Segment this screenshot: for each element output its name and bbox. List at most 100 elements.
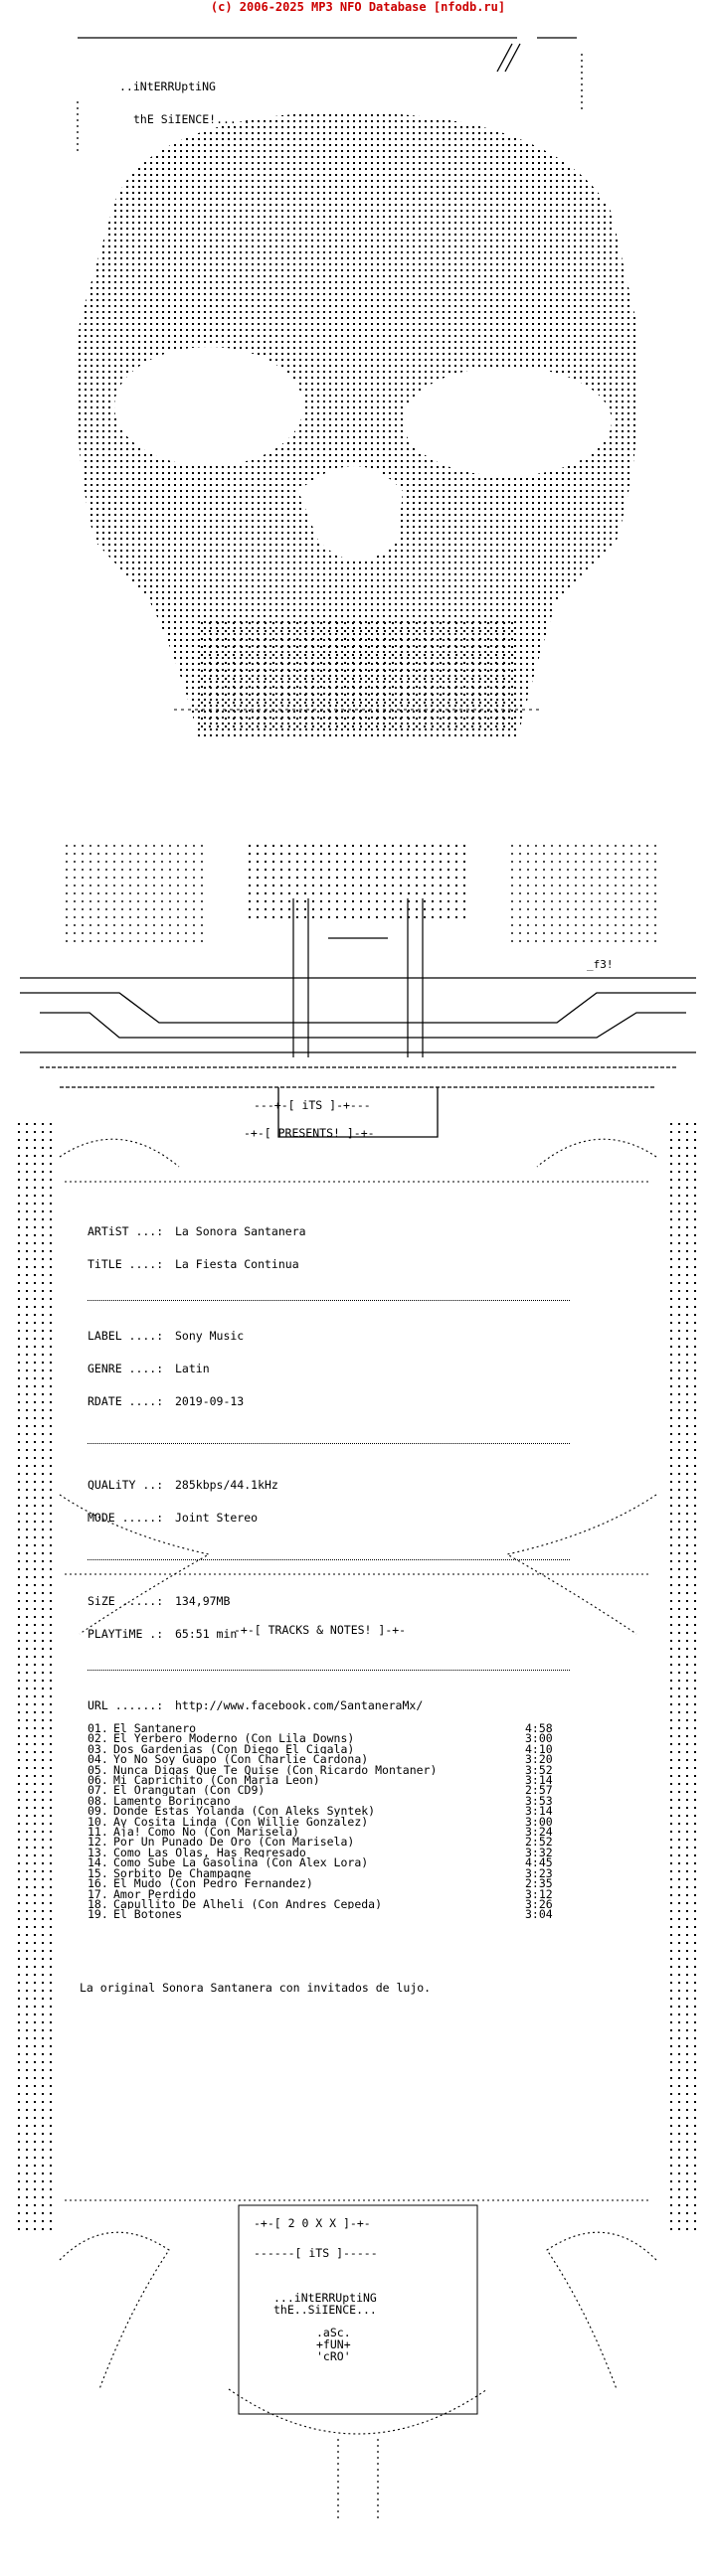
- track-number: 09.: [88, 1804, 108, 1819]
- credit-fun: +fUN+: [316, 2337, 351, 2351]
- track-row: 03. Dos Gardenias (Con Diego El Cigala) 4:…: [88, 1741, 565, 1756]
- track-number: 17.: [88, 1886, 108, 1901]
- track-duration: 4:10: [525, 1741, 553, 1756]
- quality-label: QUALiTY ..:: [88, 1478, 164, 1492]
- track-number: 15.: [88, 1865, 108, 1880]
- track-number: 12.: [88, 1835, 108, 1850]
- track-title: Por Un Punado De Oro (Con Marisela): [113, 1837, 355, 1848]
- rdate-value: 2019-09-13: [175, 1394, 245, 1408]
- track-duration: 4:58: [525, 1721, 553, 1735]
- title-value: La Fiesta Continua: [175, 1257, 299, 1271]
- footer-its-banner: ------[ iTS ]-----: [254, 2246, 378, 2260]
- track-row: 04. Yo No Soy Guapo (Con Charlie Cardona)…: [88, 1752, 565, 1767]
- track-duration: 2:35: [525, 1876, 553, 1891]
- track-row: 18. Capullito De Alheli (Con Andres Ceped…: [88, 1896, 565, 1911]
- track-duration: 3:14: [525, 1773, 553, 1788]
- track-number: 04.: [88, 1752, 108, 1767]
- track-title: Como Sube La Gasolina (Con Alex Lora): [113, 1857, 369, 1868]
- track-title: El Orangutan (Con CD9): [113, 1785, 266, 1796]
- track-row: 07. El Orangutan (Con CD9) 2:57: [88, 1783, 565, 1798]
- track-duration: 3:53: [525, 1793, 553, 1808]
- intro-line-1: ..iNtERRUptiNG: [119, 80, 216, 93]
- credit-asc: .aSc.: [316, 2326, 351, 2339]
- group-tag: _f3!: [587, 958, 614, 971]
- track-title: Dos Gardenias (Con Diego El Cigala): [113, 1743, 355, 1755]
- track-number: 13.: [88, 1845, 108, 1859]
- footer-line-1: ...iNtERRUptiNG: [273, 2291, 377, 2305]
- track-number: 11.: [88, 1825, 108, 1840]
- size-value: 134,97MB: [175, 1594, 231, 1608]
- track-duration: 3:32: [525, 1845, 553, 1859]
- tracks-notes-banner: -+-[ TRACKS & NOTES! ]-+-: [234, 1623, 407, 1637]
- track-row: 11. Aja! Como No (Con Marisela) 3:24: [88, 1825, 565, 1840]
- logo-band: [20, 977, 696, 1138]
- track-duration: 3:24: [525, 1825, 553, 1840]
- track-row: 02. El Yerbero Moderno (Con Lila Downs) 3:…: [88, 1731, 565, 1746]
- track-duration: 2:52: [525, 1835, 553, 1850]
- track-row: 12. Por Un Punado De Oro (Con Marisela) 2:…: [88, 1835, 565, 1850]
- track-number: 18.: [88, 1896, 108, 1911]
- ascii-skull-artwork: [18, 37, 698, 2518]
- quality-value: 285kbps/44.1kHz: [175, 1478, 278, 1492]
- track-duration: 3:00: [525, 1814, 553, 1829]
- skull-dome-shape: [77, 111, 639, 740]
- track-title: Mi Caprichito (Con Maria Leon): [113, 1775, 320, 1786]
- track-title: Sorbito De Champagne: [113, 1867, 252, 1879]
- size-label: SiZE .....:: [88, 1594, 164, 1608]
- label-value: Sony Music: [175, 1329, 245, 1343]
- track-row: 15. Sorbito De Champagne 3:23: [88, 1865, 565, 1880]
- track-duration: 3:20: [525, 1752, 553, 1767]
- genre-label: GENRE ....:: [88, 1362, 164, 1375]
- track-number: 01.: [88, 1721, 108, 1735]
- track-title: Capullito De Alheli (Con Andres Cepeda): [113, 1898, 383, 1910]
- track-number: 03.: [88, 1741, 108, 1756]
- track-duration: 3:00: [525, 1731, 553, 1746]
- track-number: 16.: [88, 1876, 108, 1891]
- intro-block: ..iNtERRUptiNG thE SiIENCE!... .: [119, 60, 597, 136]
- playtime-value: 65:51 min: [175, 1627, 238, 1641]
- track-number: 06.: [88, 1773, 108, 1788]
- track-title: Aja! Como No (Con Marisela): [113, 1827, 299, 1838]
- footer-line-2: thE..SiIENCE...: [273, 2303, 377, 2317]
- track-title: Amor Perdido: [113, 1888, 197, 1899]
- genre-value: Latin: [175, 1362, 210, 1375]
- track-title: Yo No Soy Guapo (Con Charlie Cardona): [113, 1754, 369, 1765]
- track-title: El Mudo (Con Pedro Fernandez): [113, 1878, 313, 1889]
- title-label: TiTLE ....:: [88, 1257, 164, 1271]
- track-duration: 3:52: [525, 1762, 553, 1777]
- rdate-label: RDATE ....:: [88, 1394, 164, 1408]
- right-eye-socket: [403, 367, 612, 476]
- track-title: El Yerbero Moderno (Con Lila Downs): [113, 1733, 355, 1744]
- intro-line-2: thE SiIENCE!... .: [133, 112, 251, 126]
- track-number: 07.: [88, 1783, 108, 1798]
- track-number: 14.: [88, 1855, 108, 1870]
- track-number: 02.: [88, 1731, 108, 1746]
- track-row: 01. El Santanero 4:58: [88, 1721, 565, 1735]
- track-number: 08.: [88, 1793, 108, 1808]
- track-title: El Santanero: [113, 1723, 197, 1734]
- url-label: URL ......:: [88, 1698, 164, 1712]
- track-title: Ay Cosita Linda (Con Willie Gonzalez): [113, 1816, 369, 1828]
- track-row: 13. Como Las Olas, Has Regresado 3:32: [88, 1845, 565, 1859]
- tracklist: 01. El Santanero 4:58 02. El Yerbero Moderno…: [88, 1721, 565, 1920]
- track-row: 14. Como Sube La Gasolina (Con Alex Lora)…: [88, 1855, 565, 1870]
- track-row: 10. Ay Cosita Linda (Con Willie Gonzalez)…: [88, 1814, 565, 1829]
- track-row: 16. El Mudo (Con Pedro Fernandez) 2:35: [88, 1876, 565, 1891]
- track-title: Como Las Olas, Has Regresado: [113, 1847, 306, 1858]
- footer-year-banner: -+-[ 2 0 X X ]-+-: [254, 2216, 371, 2230]
- track-title: Nunca Digas Que Te Quise (Con Ricardo Mo…: [113, 1764, 438, 1776]
- track-number: 05.: [88, 1762, 108, 1777]
- track-duration: 2:57: [525, 1783, 553, 1798]
- track-duration: 3:23: [525, 1865, 553, 1880]
- copyright-banner: (c) 2006-2025 MP3 NFO Database [nfodb.ru…: [210, 0, 506, 14]
- track-number: 10.: [88, 1814, 108, 1829]
- track-duration: 3:26: [525, 1896, 553, 1911]
- track-title: El Botones: [113, 1909, 183, 1920]
- track-row: 06. Mi Caprichito (Con Maria Leon) 3:14: [88, 1773, 565, 1788]
- url-link[interactable]: http://www.facebook.com/SantaneraMx/: [175, 1698, 424, 1712]
- release-info: ARTiST ...:La Sonora Santanera TiTLE ...…: [88, 1205, 570, 1722]
- artist-label: ARTiST ...:: [88, 1224, 164, 1238]
- track-title: Lamento Borincano: [113, 1795, 231, 1807]
